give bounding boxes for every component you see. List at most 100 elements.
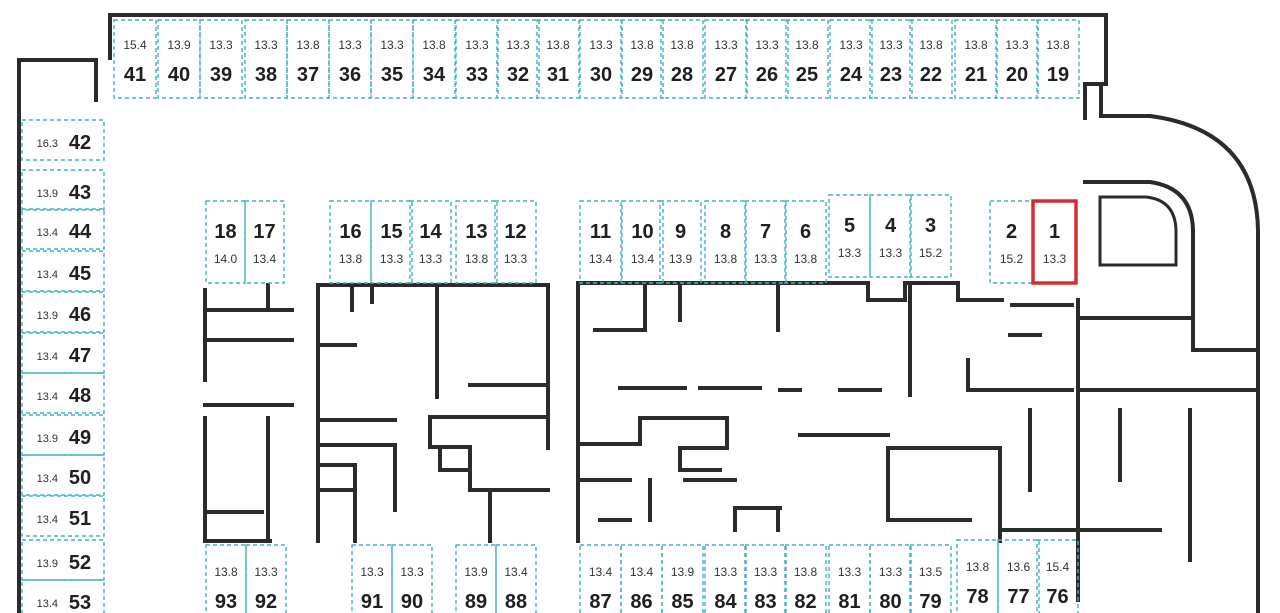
space-area: 13.3 xyxy=(400,565,424,579)
parking-space-31[interactable]: 13.831 xyxy=(536,19,580,99)
space-area: 15.2 xyxy=(1000,252,1024,266)
space-number: 48 xyxy=(69,385,91,407)
space-outline xyxy=(494,200,537,284)
parking-space-12[interactable]: 13.312 xyxy=(494,200,537,284)
space-outline xyxy=(205,200,246,284)
parking-space-36[interactable]: 13.336 xyxy=(328,19,372,99)
parking-space-29[interactable]: 13.829 xyxy=(620,19,664,99)
parking-space-35[interactable]: 13.3 35 xyxy=(370,19,414,99)
parking-space-32[interactable]: 13.332 xyxy=(496,19,540,99)
parking-space-77[interactable]: 13.677 xyxy=(997,539,1040,613)
parking-space-7[interactable]: 13.37 xyxy=(744,200,787,284)
space-area: 13.4 xyxy=(37,351,58,363)
space-number: 34 xyxy=(423,64,446,86)
parking-space-6[interactable]: 13.86 xyxy=(784,200,827,284)
parking-space-11[interactable]: 13.411 xyxy=(579,200,622,284)
parking-space-86[interactable]: 13.486 xyxy=(620,544,663,613)
space-number: 32 xyxy=(507,64,529,86)
parking-space-80[interactable]: 13.380 xyxy=(869,544,912,613)
parking-space-89[interactable]: 13.989 xyxy=(455,544,497,613)
interior-walls xyxy=(203,281,1192,602)
parking-space-37[interactable]: 13.837 xyxy=(286,19,330,99)
parking-space-17[interactable]: 13.417 xyxy=(244,200,285,284)
parking-space-82[interactable]: 13.882 xyxy=(784,544,827,613)
space-outline xyxy=(869,194,912,278)
parking-space-85[interactable]: 13.985 xyxy=(661,544,704,613)
parking-space-13[interactable]: 13.813 xyxy=(455,200,498,284)
parking-space-41[interactable]: 15.441 xyxy=(113,19,157,99)
space-number: 17 xyxy=(253,221,275,243)
parking-space-87[interactable]: 13.487 xyxy=(579,544,622,613)
parking-space-23[interactable]: 13.323 xyxy=(869,19,913,99)
space-outline xyxy=(391,544,433,613)
parking-space-38[interactable]: 13.338 xyxy=(244,19,288,99)
space-outline xyxy=(21,208,105,250)
parking-space-76[interactable]: 15.476 xyxy=(1036,539,1079,613)
parking-space-20[interactable]: 13.320 xyxy=(995,19,1039,99)
parking-space-27[interactable]: 13.327 xyxy=(704,19,748,99)
space-outline xyxy=(245,544,287,613)
parking-space-28[interactable]: 13.828 xyxy=(660,19,704,99)
parking-space-1[interactable]: 13.31 xyxy=(1031,199,1078,285)
parking-space-15[interactable]: 13.315 xyxy=(370,200,413,284)
parking-space-92[interactable]: 13.392 xyxy=(245,544,287,613)
space-number: 76 xyxy=(1046,586,1068,608)
parking-space-25[interactable]: 13.825 xyxy=(785,19,829,99)
parking-space-91[interactable]: 13.391 xyxy=(351,544,393,613)
parking-space-21[interactable]: 13.821 xyxy=(954,19,998,99)
space-outline xyxy=(21,579,105,613)
parking-space-10[interactable]: 13.410 xyxy=(621,200,664,284)
parking-space-81[interactable]: 13.381 xyxy=(828,544,871,613)
parking-space-19[interactable]: 13.819 xyxy=(1036,19,1080,99)
parking-space-26[interactable]: 13.326 xyxy=(745,19,789,99)
parking-space-90[interactable]: 13.390 xyxy=(391,544,433,613)
space-number: 84 xyxy=(714,591,737,613)
space-number: 18 xyxy=(214,221,236,243)
space-area: 13.8 xyxy=(794,252,818,266)
parking-space-18[interactable]: 14.018 xyxy=(205,200,246,284)
space-number: 4 xyxy=(885,215,897,237)
parking-space-88[interactable]: 13.488 xyxy=(495,544,537,613)
space-number: 24 xyxy=(840,64,863,86)
parking-space-24[interactable]: 13.324 xyxy=(829,19,873,99)
parking-space-3[interactable]: 15.23 xyxy=(909,194,952,278)
space-number: 9 xyxy=(675,221,686,243)
parking-space-79[interactable]: 13.579 xyxy=(909,544,952,613)
parking-space-83[interactable]: 13.383 xyxy=(744,544,787,613)
parking-space-84[interactable]: 13.384 xyxy=(704,544,747,613)
parking-space-5[interactable]: 13.35 xyxy=(828,194,871,278)
parking-space-30[interactable]: 13.330 xyxy=(579,19,623,99)
parking-space-93[interactable]: 13.893 xyxy=(205,544,247,613)
parking-space-40[interactable]: 13.940 xyxy=(157,19,201,99)
parking-space-9[interactable]: 13.99 xyxy=(659,200,702,284)
parking-space-39[interactable]: 13.339 xyxy=(199,19,243,99)
parking-space-2[interactable]: 15.22 xyxy=(989,200,1034,284)
parking-space-14[interactable]: 13.314 xyxy=(409,200,452,284)
space-area: 13.3 xyxy=(380,252,404,266)
parking-space-16[interactable]: 13.816 xyxy=(329,200,372,284)
parking-space-22[interactable]: 13.822 xyxy=(909,19,953,99)
parking-space-8[interactable]: 13.88 xyxy=(704,200,747,284)
space-number: 35 xyxy=(381,64,403,86)
parking-space-4[interactable]: 13.34 xyxy=(869,194,912,278)
parking-space-33[interactable]: 13.333 xyxy=(455,19,499,99)
parking-space-78[interactable]: 13.878 xyxy=(956,539,999,613)
space-area: 13.3 xyxy=(754,252,778,266)
space-outline xyxy=(495,544,537,613)
space-area: 13.8 xyxy=(919,38,943,52)
parking-space-34[interactable]: 13.834 xyxy=(412,19,456,99)
space-area: 13.3 xyxy=(380,38,404,52)
space-outline xyxy=(829,19,873,99)
